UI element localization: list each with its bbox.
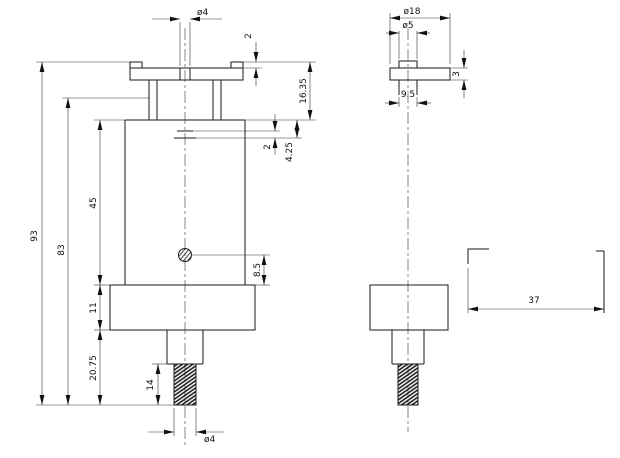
side-thread [397,363,419,406]
front-base-block [109,284,256,331]
dim-step-425: 4.25 [285,142,295,162]
dim-block-height-11: 11 [89,302,99,313]
dim-tab-dia: ø5 [402,21,413,31]
dim-overall-height: 93 [30,230,40,241]
dim-step-2: 2 [263,144,273,150]
front-thread [173,363,197,406]
dim-height-45: 45 [89,197,99,208]
front-flange-tab-right [230,61,244,69]
side-dimensions: ø18 ø5 3 9.5 [385,7,468,107]
dim-width-37: 37 [528,296,539,306]
dim-height-83: 83 [57,244,67,255]
dim-tab-height-2: 2 [244,33,254,39]
front-boss-circle [178,248,192,262]
side-flange-tab [398,60,418,69]
dim-thread-length-14: 14 [146,379,156,391]
front-flange [129,67,244,81]
side-base-block [369,284,449,331]
dim-thread-dia: ø4 [204,435,216,445]
front-dimensions: 93 83 45 11 20.75 16.35 4.25 2 8.5 14 2 … [30,8,316,445]
dim-flange-thickness-3: 3 [452,71,462,77]
mating-part-corner [467,248,489,264]
dim-slot-width-95: 9.5 [401,90,415,100]
dim-flange-dia: ø18 [404,7,421,17]
dim-bottom-section-2075: 20.75 [89,355,99,381]
side-view [369,28,451,432]
side-flange [389,67,451,81]
dim-hole-dia: ø4 [197,8,209,18]
mating-part: 37 [467,248,605,313]
dim-offset-85: 8.5 [253,263,263,277]
dim-flange-to-shoulder-1635: 16.35 [299,78,309,104]
front-view [109,28,256,445]
front-flange-tab-left [129,61,143,69]
